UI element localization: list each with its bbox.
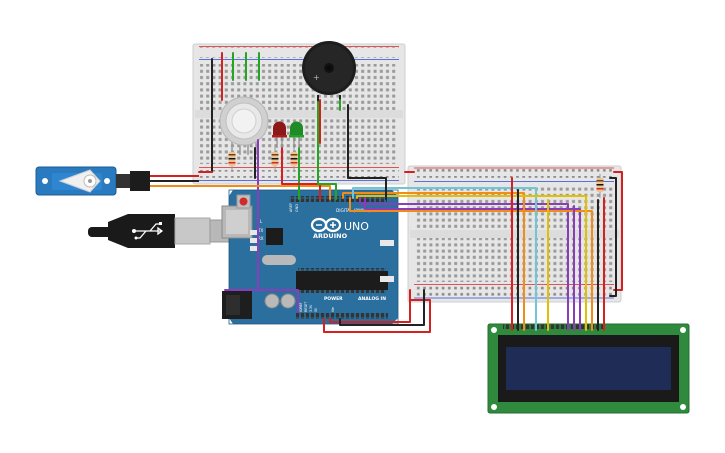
l-label: L xyxy=(260,219,263,224)
v5-label: 5V xyxy=(314,307,318,312)
arduino-logo-text: ARDUINO xyxy=(313,232,348,240)
analog-label: ANALOG IN xyxy=(358,296,386,302)
buzzer-plus-label: + xyxy=(313,73,320,82)
aref-label: AREF xyxy=(289,203,293,212)
v33-label: 3.3V xyxy=(309,304,313,312)
resistor-top-1 xyxy=(228,147,236,172)
resistor-top-3 xyxy=(290,147,298,172)
led-green xyxy=(289,121,304,148)
arduino-logo-icon xyxy=(310,217,342,233)
led-red xyxy=(272,121,287,148)
buzzer: + xyxy=(302,41,356,102)
usb-cable xyxy=(88,214,239,248)
breadboard-right xyxy=(407,165,622,303)
ioref-label: IOREF xyxy=(299,302,303,312)
resistor-right xyxy=(596,174,604,198)
arduino-model-text: UNO xyxy=(344,220,369,233)
top-breadboard-wires xyxy=(198,52,349,179)
gas-sensor xyxy=(219,96,269,155)
power-label: POWER xyxy=(324,296,343,302)
lcd-display xyxy=(487,323,690,414)
resistor-top-2 xyxy=(271,147,279,172)
tx-label: TX xyxy=(257,228,263,233)
reset-label: RESET xyxy=(304,302,308,312)
servo-motor xyxy=(35,166,232,196)
usb-icon xyxy=(134,223,164,239)
gnd-label: GND xyxy=(295,204,299,212)
rx-label: RX xyxy=(258,236,264,241)
vin-label: Vin xyxy=(331,307,335,312)
circuit-wires xyxy=(224,101,623,333)
